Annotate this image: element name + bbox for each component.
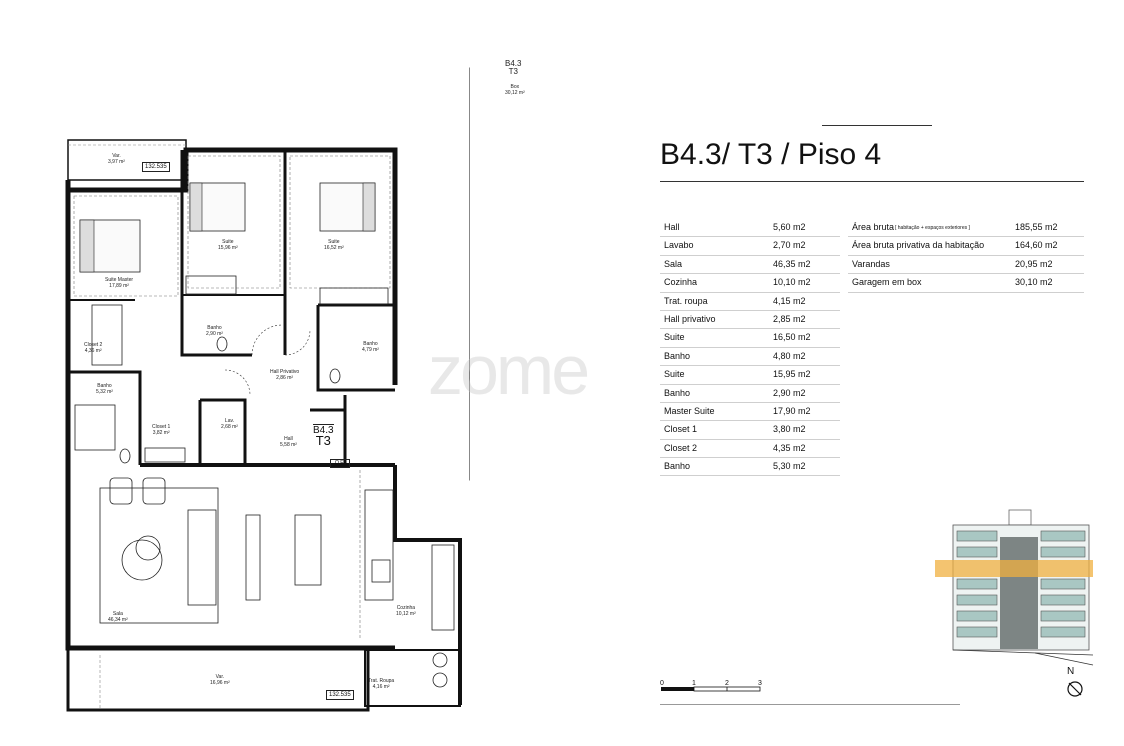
summary-value: 20,95 m2 <box>1015 258 1053 269</box>
area-name: Hall <box>664 222 680 232</box>
table-row: Trat. roupa 4,15 m2 <box>660 293 840 311</box>
scale-label: 0 <box>660 680 664 687</box>
area-name: Suite <box>664 369 685 380</box>
table-row: Banho 4,80 m2 <box>660 348 840 367</box>
floor-highlight <box>935 560 1093 577</box>
area-value: 17,90 m2 <box>773 405 811 416</box>
table-row: Banho 2,90 m2 <box>660 385 840 403</box>
summary-name: Garagem em box <box>852 277 922 288</box>
table-row: Área bruta privativa da habitação 164,60 … <box>848 237 1084 256</box>
summary-name: Área bruta privativa da habitação <box>852 240 985 251</box>
area-value: 15,95 m2 <box>773 369 811 380</box>
scale-bar <box>661 686 761 692</box>
table-row: Banho 5,30 m2 <box>660 458 840 477</box>
area-name: Lavabo <box>664 240 694 251</box>
area-value: 10,10 m2 <box>773 277 811 288</box>
summary-value: 185,55 m2 <box>1015 222 1058 232</box>
table-row: Varandas 20,95 m2 <box>848 256 1084 275</box>
summary-name: Área bruta <box>852 222 895 232</box>
area-name: Closet 1 <box>664 424 698 435</box>
page-title: B4.3/ T3 / Piso 4 <box>660 138 882 171</box>
summary-value: 30,10 m2 <box>1015 277 1053 288</box>
area-name: Master Suite <box>664 405 715 416</box>
area-name: Sala <box>664 258 683 269</box>
area-name: Hall privativo <box>664 313 716 324</box>
table-row: Cozinha 10,10 m2 <box>660 274 840 293</box>
table-row: Área bruta[ habitação + espaços exterior… <box>848 219 1084 238</box>
area-value: 5,30 m2 <box>773 461 806 472</box>
floor-plan <box>65 67 470 712</box>
area-value: 5,60 m2 <box>773 222 806 232</box>
room-label: Var.16,96 m² <box>210 674 230 686</box>
north-label: N <box>1067 666 1075 677</box>
summary-note: [ habitação + espaços exteriores ] <box>895 225 970 231</box>
areas-table: Hall 5,60 m2 Lavabo 2,70 m2 Sala 46,35 m2 Cozi… <box>660 219 840 477</box>
building-elevation <box>935 509 1094 666</box>
area-name: Suite <box>664 332 685 343</box>
area-value: 4,80 m2 <box>773 350 806 361</box>
summary-name: Varandas <box>852 258 890 269</box>
table-row: Garagem em box 30,10 m2 <box>848 274 1084 293</box>
area-name: Cozinha <box>664 277 698 288</box>
unit-type: T3 <box>315 433 331 448</box>
area-value: 4,15 m2 <box>773 295 806 306</box>
table-row: Lavabo 2,70 m2 <box>660 237 840 256</box>
table-row: Master Suite 17,90 m2 <box>660 403 840 422</box>
summary-table: Área bruta[ habitação + espaços exterior… <box>848 219 1084 293</box>
level-tag: 132.535 <box>326 690 354 700</box>
area-name: Banho <box>664 461 691 472</box>
table-row: Suite 15,95 m2 <box>660 366 840 385</box>
unit-marker: B4.3 T3 <box>313 424 334 448</box>
watermark: zome <box>428 331 590 409</box>
level-tag: 132.535 <box>142 162 170 172</box>
north-arrow-icon <box>1067 681 1083 697</box>
table-row: Sala 46,35 m2 <box>660 256 840 275</box>
title-rule <box>660 181 1084 182</box>
area-value: 16,50 m2 <box>773 332 811 343</box>
area-value: 2,90 m2 <box>773 387 806 398</box>
area-value: 2,85 m2 <box>773 313 806 324</box>
scale-label: 1 <box>692 680 696 687</box>
room-label: Var.3,97 m² <box>108 153 125 165</box>
bottom-rule <box>660 704 960 705</box>
scale-label: 3 <box>758 680 762 687</box>
table-row: Closet 1 3,80 m2 <box>660 421 840 440</box>
summary-value: 164,60 m2 <box>1015 240 1058 251</box>
area-name: Banho <box>664 350 691 361</box>
table-row: Suite 16,50 m2 <box>660 329 840 348</box>
room-label: Lav.2,68 m² <box>221 418 238 430</box>
area-value: 3,80 m2 <box>773 424 806 435</box>
scale-label: 2 <box>725 680 729 687</box>
area-name: Trat. roupa <box>664 295 708 306</box>
area-value: 46,35 m2 <box>773 258 811 269</box>
area-value: 4,35 m2 <box>773 442 806 453</box>
top-rule <box>822 125 932 126</box>
area-name: Closet 2 <box>664 442 698 453</box>
unit-code: B4.3 <box>313 425 334 436</box>
area-value: 2,70 m2 <box>773 240 806 251</box>
table-row: Hall privativo 2,85 m2 <box>660 311 840 330</box>
table-row: Hall 5,60 m2 <box>660 219 840 238</box>
area-name: Banho <box>664 387 691 398</box>
qe-label: Q.E. <box>330 459 351 468</box>
table-row: Closet 2 4,35 m2 <box>660 440 840 459</box>
